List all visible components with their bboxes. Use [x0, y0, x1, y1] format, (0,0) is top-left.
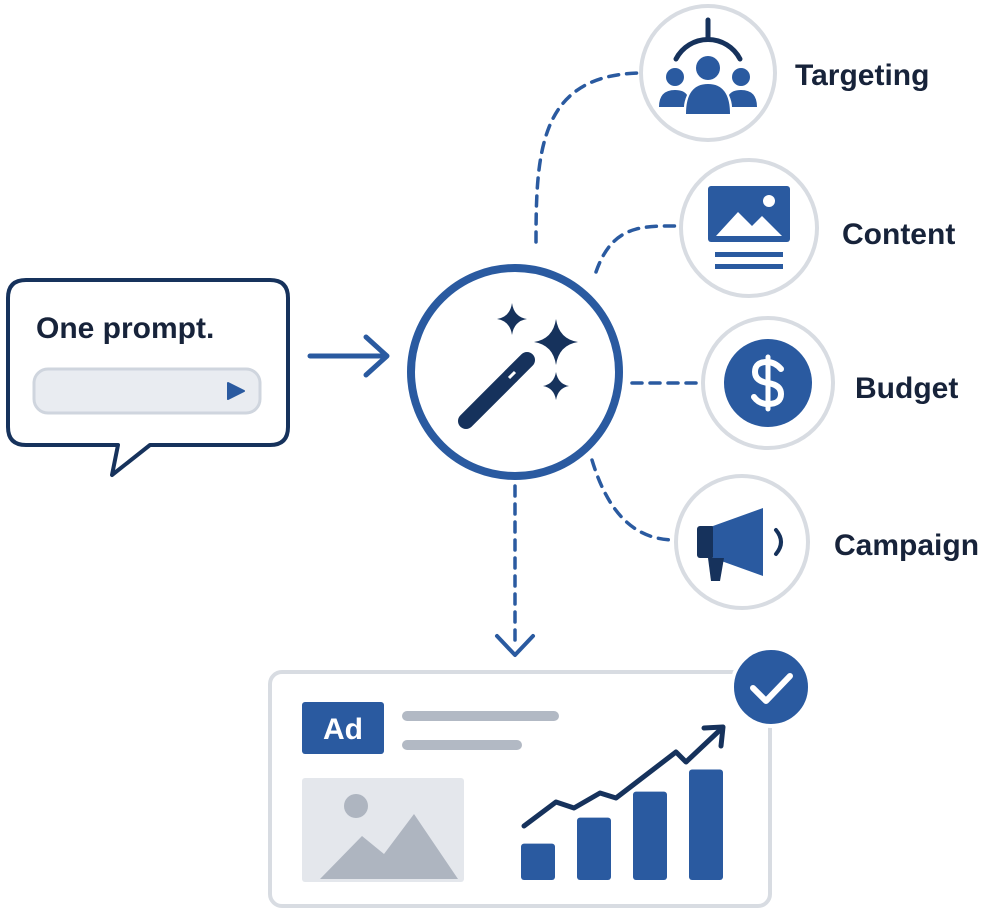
- connector-targeting: [534, 71, 642, 244]
- sparkle-icon: [497, 303, 578, 400]
- ad-badge-text: Ad: [323, 713, 363, 746]
- image-content-icon: [708, 186, 790, 269]
- prompt-input[interactable]: [32, 367, 262, 415]
- audience-target-icon: [659, 17, 757, 114]
- output-campaign: Campaign: [674, 474, 979, 610]
- output-label-content: Content: [842, 218, 955, 251]
- checkmark-icon: [730, 646, 812, 728]
- output-label-targeting: Targeting: [795, 59, 929, 92]
- dollar-icon: [724, 339, 812, 427]
- ai-generator-node: [407, 264, 623, 480]
- performance-bar-2: [577, 817, 611, 880]
- output-targeting: Targeting: [639, 4, 929, 142]
- connectors: [513, 71, 700, 650]
- trend-arrowhead-icon: [701, 724, 726, 749]
- ad-badge: [302, 702, 384, 754]
- output-budget: Budget: [701, 316, 958, 450]
- send-icon[interactable]: [227, 382, 245, 400]
- down-arrow-icon: [495, 634, 535, 657]
- ad-subline-placeholder: [402, 740, 522, 750]
- performance-bars: [521, 769, 723, 880]
- output-label-campaign: Campaign: [834, 529, 979, 562]
- prompt-text: One prompt.: [36, 312, 214, 345]
- trend-line: [521, 727, 723, 829]
- connector-campaign: [590, 458, 677, 542]
- image-icon: [320, 794, 458, 879]
- ad-card: Ad: [268, 670, 772, 908]
- output-label-budget: Budget: [855, 372, 958, 405]
- ad-headline-placeholder: [402, 711, 559, 721]
- prompt-bubble: One prompt.: [6, 278, 290, 477]
- performance-bar-4: [689, 769, 723, 880]
- output-content: Content: [679, 158, 955, 298]
- performance-bar-3: [633, 791, 667, 880]
- magic-wand-icon: [458, 352, 535, 429]
- input-arrow: [307, 334, 390, 378]
- megaphone-icon: [697, 508, 783, 581]
- performance-bar-1: [521, 843, 555, 880]
- connector-content: [594, 224, 677, 274]
